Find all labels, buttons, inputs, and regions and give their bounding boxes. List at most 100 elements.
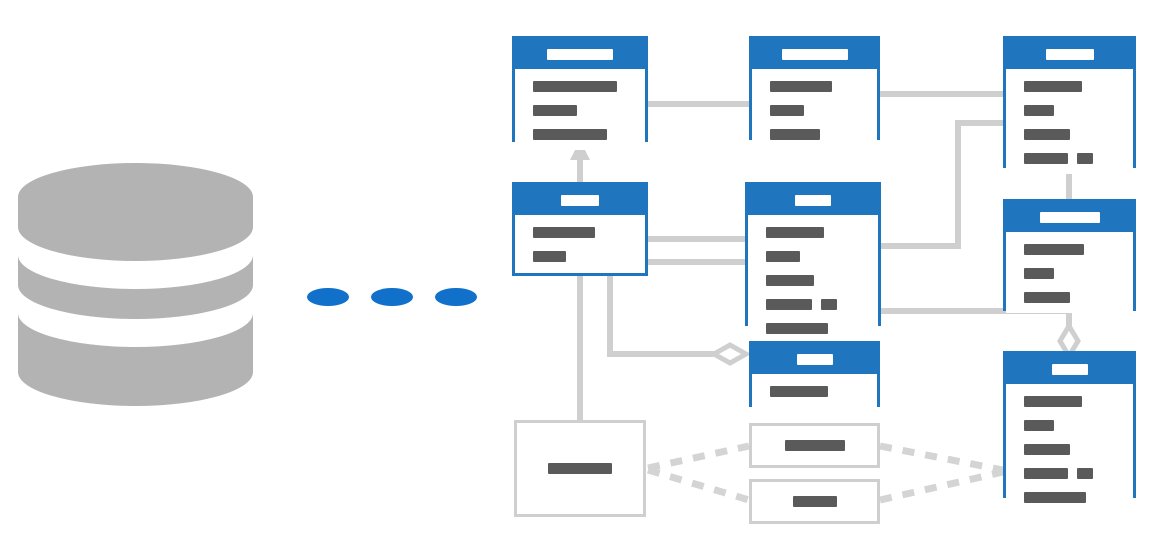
- class-top-left-attribute-row: [533, 129, 645, 140]
- class-top-right-attribute-row: [1024, 105, 1133, 116]
- plain-box-mid-bot[interactable]: [749, 479, 880, 524]
- label-bar: [792, 496, 837, 507]
- class-top-center-title-bar: [781, 48, 848, 60]
- class-middle-right-attribute-row: [1024, 292, 1133, 303]
- attribute-bar: [770, 129, 820, 140]
- class-bottom-center-attribute-row: [770, 386, 877, 397]
- class-middle-center-attributes: [748, 215, 878, 344]
- attribute-bar: [1024, 396, 1082, 407]
- plain-box-mid-top[interactable]: [749, 423, 880, 468]
- class-bottom-center-header: [752, 344, 877, 374]
- class-bottom-center-attributes: [752, 374, 877, 407]
- attribute-bar: [766, 251, 800, 262]
- class-middle-center-attribute-row: [766, 299, 878, 310]
- attribute-bar: [770, 105, 804, 116]
- attribute-bar: [1024, 105, 1054, 116]
- class-middle-left-header: [515, 185, 645, 215]
- class-top-right-header: [1006, 39, 1133, 69]
- generalization-arrowhead: [570, 140, 590, 160]
- attribute-bar: [1024, 81, 1082, 92]
- attribute-bar: [766, 275, 814, 286]
- class-top-center-attribute-row: [770, 81, 877, 92]
- attribute-bar: [766, 227, 824, 238]
- class-top-right-title-bar: [1045, 48, 1094, 60]
- attribute-bar: [1024, 129, 1070, 140]
- class-bottom-right-attribute-row: [1024, 492, 1133, 503]
- attribute-bar: [533, 81, 617, 92]
- class-top-left-header: [515, 39, 645, 69]
- class-bottom-center-title-bar: [796, 353, 833, 365]
- attribute-bar: [770, 386, 828, 397]
- class-bottom-right-attribute-row: [1024, 468, 1133, 479]
- attribute-bar: [533, 129, 607, 140]
- class-top-left-attribute-row: [533, 105, 645, 116]
- attribute-bar: [766, 299, 812, 310]
- class-top-left[interactable]: [512, 36, 648, 150]
- aggregation-diamond-bottomcenter: [708, 342, 752, 366]
- class-middle-left-attribute-row: [533, 251, 645, 262]
- ellipsis-dot-2: [371, 288, 413, 306]
- class-bottom-right-attribute-row: [1024, 420, 1133, 431]
- class-top-right-attribute-row: [1024, 81, 1133, 92]
- class-top-center-attributes: [752, 69, 877, 150]
- attribute-bar: [1024, 292, 1070, 303]
- class-middle-right[interactable]: [1003, 199, 1136, 313]
- class-middle-right-attribute-row: [1024, 268, 1133, 279]
- ellipsis-dot-1: [307, 288, 349, 306]
- class-top-center[interactable]: [749, 36, 880, 150]
- class-top-center-header: [752, 39, 877, 69]
- attribute-bar: [1024, 468, 1068, 479]
- connection-ellipsis: [307, 288, 477, 306]
- class-top-left-attributes: [515, 69, 645, 150]
- dep-plainleft-plainmidtop: [647, 442, 750, 472]
- class-middle-center-attribute-row: [766, 251, 878, 262]
- attribute-bar: [1024, 268, 1054, 279]
- attribute-bar: [770, 81, 832, 92]
- dep-plainleft-plainmidbot: [647, 466, 750, 504]
- class-top-right[interactable]: [1003, 36, 1136, 174]
- database-icon: [18, 163, 253, 406]
- attribute-bar: [1024, 492, 1086, 503]
- class-middle-center-attribute-row: [766, 227, 878, 238]
- plain-box-left[interactable]: [514, 420, 646, 517]
- class-bottom-right[interactable]: [1003, 351, 1136, 513]
- class-top-center-attribute-row: [770, 105, 877, 116]
- class-top-left-title-bar: [547, 48, 613, 60]
- label-bar: [784, 440, 845, 451]
- class-middle-right-title-bar: [1039, 211, 1100, 223]
- attribute-bar: [533, 251, 566, 262]
- attribute-bar: [1024, 420, 1054, 431]
- class-middle-right-attribute-row: [1024, 244, 1133, 255]
- class-middle-center-attribute-row: [766, 323, 878, 334]
- class-middle-center-header: [748, 185, 878, 215]
- class-top-right-attribute-row: [1024, 129, 1133, 140]
- class-bottom-right-attributes: [1006, 384, 1133, 513]
- assoc-midcenter-topright: [881, 120, 1003, 249]
- attribute-bar: [533, 105, 577, 116]
- class-middle-left[interactable]: [512, 182, 648, 276]
- attribute-bar: [1077, 153, 1093, 164]
- class-top-left-attribute-row: [533, 81, 645, 92]
- aggregation-midleft-bottomcenter: [607, 276, 714, 357]
- dep-plainmidbot-bottomright: [879, 468, 1004, 504]
- class-middle-right-header: [1006, 202, 1133, 232]
- class-middle-center[interactable]: [745, 182, 881, 344]
- class-bottom-right-header: [1006, 354, 1133, 384]
- class-top-center-attribute-row: [770, 129, 877, 140]
- label-bar: [548, 463, 612, 474]
- class-middle-right-attributes: [1006, 232, 1133, 313]
- attribute-bar: [1077, 468, 1093, 479]
- class-bottom-right-attribute-row: [1024, 396, 1133, 407]
- class-bottom-right-attribute-row: [1024, 444, 1133, 455]
- class-middle-left-attributes: [515, 215, 645, 272]
- class-top-right-attributes: [1006, 69, 1133, 174]
- class-top-right-attribute-row: [1024, 153, 1133, 164]
- ellipsis-dot-3: [435, 288, 477, 306]
- class-bottom-right-title-bar: [1051, 363, 1088, 375]
- class-middle-center-attribute-row: [766, 275, 878, 286]
- class-bottom-center[interactable]: [749, 341, 880, 407]
- aggregation-midcenter-bottomright: [881, 308, 1072, 330]
- attribute-bar: [533, 227, 595, 238]
